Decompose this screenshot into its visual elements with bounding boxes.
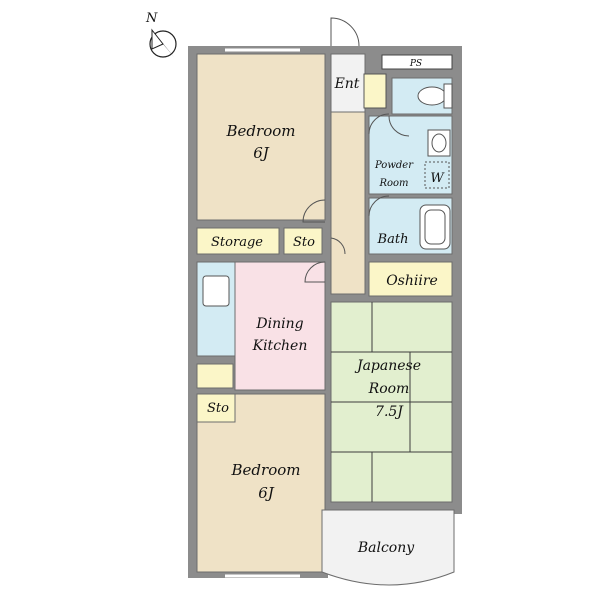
bathtub-inner-icon [424,209,446,245]
room-oshiire [368,261,453,297]
storage-label: Storage [211,235,263,250]
sto-top-label: Sto [293,235,315,250]
dining-line1: Dining [255,316,303,332]
door-powder-icon [368,113,390,135]
powder-line2: Room [378,178,408,189]
kitchen-sink-icon [202,275,230,307]
oshiire-label: Oshiire [386,273,438,289]
door-toilet-icon [388,115,410,137]
basin-bowl-icon [431,133,447,153]
door-sto-icon [330,237,346,255]
room-dining-kitchen [234,261,326,391]
fixtures [202,17,453,578]
room-sto-bottom-overlay [196,393,236,423]
japanese-line1: Japanese [354,358,421,374]
japanese-size: 7.5J [375,404,404,420]
compass-arrow-tail [151,28,164,50]
compass-north-label: N [145,11,158,26]
room-bedroom-top [196,53,326,221]
washer-space-icon [424,161,450,189]
room-balcony [321,509,455,586]
bedroom-bottom-size: 6J [258,484,275,502]
dining-line2: Kitchen [252,338,308,354]
shoe-cabinet-icon [363,73,387,109]
bathtub-icon [419,204,451,250]
tatami-lines [331,302,452,502]
powder-line1: Powder [374,160,414,171]
door-bath-icon [368,195,390,217]
ps-label: PS [409,59,422,69]
bedroom-top-size: 6J [253,144,270,162]
bath-label: Bath [377,232,409,247]
door-bedroom-top-icon [302,199,326,223]
balcony-label: Balcony [357,540,415,556]
compass-ring [149,30,177,58]
bedroom-bottom-name: Bedroom [231,461,301,479]
room-storage [196,227,280,255]
washer-label: W [430,171,445,186]
room-entrance [330,53,366,113]
compass: N [145,11,177,58]
sto-bottom-label: Sto [207,401,229,416]
door-dining-icon [304,261,326,283]
japanese-line2: Room [368,381,410,397]
toilet-tank-icon [443,83,453,109]
entrance-label: Ent [334,76,360,92]
room-bedroom-bottom [196,393,326,573]
room-small-closet [196,363,234,389]
toilet-icon [417,86,447,106]
entrance-door-icon [330,17,360,47]
room-sto-top [283,227,323,255]
wash-basin-icon [427,129,451,157]
pipe-space-box [381,54,453,70]
bedroom-top-name: Bedroom [226,122,296,140]
